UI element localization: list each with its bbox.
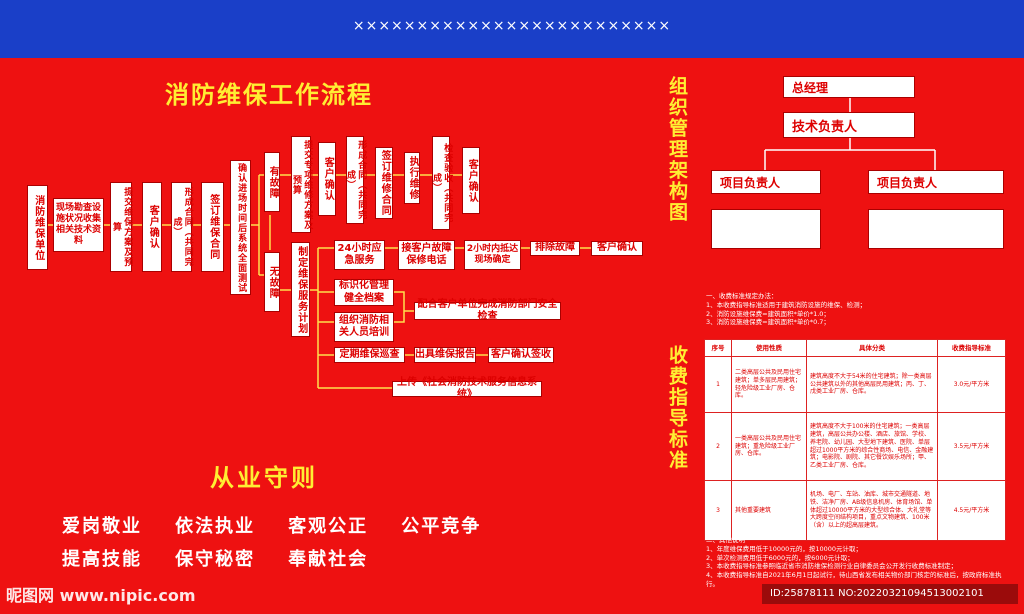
table-row: 1 二类高层公共及民用住宅建筑；单多层民用建筑；轻危险级工业厂房、仓库。 建筑高… — [704, 356, 1006, 413]
fee-note-line: 2、单次检测费用低于6000元的，按6000元计取； — [706, 553, 854, 562]
conduct-item: 提高技能 — [62, 549, 142, 570]
flow-step-service-plan: 制定维保服务计划 — [291, 242, 310, 337]
flow-step-form-contract: 形成合同（共同完成） — [171, 182, 193, 272]
flow-step-sign-contract: 签订维保合同 — [201, 182, 224, 272]
conduct-item: 保守秘密 — [175, 549, 256, 570]
fee-cell-use: 一类高层公共及民用住宅建筑；重危险级工业厂房、仓库。 — [731, 412, 807, 481]
fee-col-category: 具体分类 — [806, 339, 938, 357]
conduct-item: 客观公正 — [288, 516, 369, 537]
fee-col-no: 序号 — [704, 339, 732, 357]
fee-cell-category: 建筑高度不大于100米的住宅建筑；一类高层建筑，高层公共办公楼、酒店、旅馆、学校… — [806, 412, 938, 481]
fee-note-line: 二、其他说明 — [706, 536, 745, 544]
org-empty-box-1 — [711, 209, 821, 249]
flow-step-form-contract-2: 形成合同（共同完成） — [345, 136, 366, 224]
branch-staff-training: 组织消防相关人员培训 — [334, 312, 394, 342]
flow-step-execute-repair: 执行维修 — [404, 152, 420, 204]
fee-intro: 一、收费标准规定办法： 1、本收费指导标准适用于建筑消防设施的维保、检测； 2、… — [706, 292, 1006, 327]
fee-table-header: 序号 使用性质 具体分类 收费指导标准 — [704, 339, 1006, 357]
branch-arrive-site: 2小时内抵达现场确定 — [464, 240, 521, 270]
fee-title: 收费指导标准 — [666, 345, 688, 471]
fee-intro-line: 3、消防设施维保费=建筑面积*单价*0.7； — [706, 318, 830, 327]
fee-note-line: 4、本收费指导标准自2021年6月1日起试行，待山西省发布相关物价部门核定的标准… — [706, 571, 1002, 588]
fee-cell-price: 3.0元/平方米 — [937, 356, 1006, 413]
fee-cell-use: 二类高层公共及民用住宅建筑；单多层民用建筑；轻危险级工业厂房、仓库。 — [731, 356, 807, 413]
flow-step-client-confirm: 客户确认 — [142, 182, 162, 272]
fee-note-line: 3、本收费指导标准参照临近省市消防维保检测行业自律委员会公开发行收费标准制定； — [706, 562, 958, 571]
org-title: 组织管理架构图 — [666, 76, 688, 223]
flow-step-maintenance-unit: 消防维保单位 — [27, 185, 48, 270]
fee-col-price: 收费指导标准 — [937, 339, 1006, 357]
fee-note-line: 1、年度维保费用低于10000元的，按10000元计取； — [706, 544, 862, 553]
flow-step-submit-plan: 提交维保方案及预算 — [110, 182, 132, 272]
org-general-manager: 总经理 — [783, 76, 915, 98]
conduct-item: 奉献社会 — [288, 549, 369, 570]
banner-text: ××××××××××××××××××××××××× — [352, 18, 672, 34]
branch-issue-report: 出具维保报告 — [414, 347, 476, 363]
watermark-logo: 昵图网 www.nipic.com — [6, 586, 196, 605]
fee-cell-no: 1 — [704, 356, 732, 413]
fee-notes: 二、其他说明 1、年度维保费用低于10000元的，按10000元计取； 2、单次… — [706, 536, 1012, 589]
branch-regular-patrol: 定期维保巡查 — [334, 347, 405, 363]
fee-col-use: 使用性质 — [731, 339, 807, 357]
fee-intro-line: 2、消防设施维保费=建筑面积*单价*1.0； — [706, 309, 830, 318]
branch-emergency-service: 24小时应急服务 — [334, 240, 385, 270]
table-row: 2 一类高层公共及民用住宅建筑；重危险级工业厂房、仓库。 建筑高度不大于100米… — [704, 412, 1006, 481]
branch-receive-call: 接客户故障保修电话 — [398, 240, 455, 270]
branch-fix-fault: 排除故障 — [530, 241, 580, 256]
fee-cell-use: 其他重要建筑 — [731, 480, 807, 541]
fee-cell-category: 建筑高度不大于54米的住宅建筑；除一类高层公共建筑以外的其他高层民用建筑；丙、丁… — [806, 356, 938, 413]
conduct-row-2: 提高技能 保守秘密 奉献社会 — [62, 545, 368, 571]
conduct-item: 公平竞争 — [401, 516, 482, 537]
fee-cell-category: 机场、电厂、车站、油库、城市交通隧道、地铁、洁净厂房、AB级信息机房、体育场馆、… — [806, 480, 938, 541]
fee-cell-price: 4.5元/平方米 — [937, 480, 1006, 541]
fee-intro-line: 1、本收费指导标准适用于建筑消防设施的维保、检测； — [706, 300, 867, 309]
flow-step-sign-repair-contract: 签订维修合同 — [375, 147, 393, 219]
org-project-lead-2: 项目负责人 — [868, 170, 1004, 194]
flow-no-fault: 无故障 — [264, 252, 280, 312]
fee-intro-line: 一、收费标准规定办法： — [706, 292, 778, 300]
flow-step-client-confirm-3: 客户确认 — [462, 147, 480, 214]
branch-archive-management: 标识化管理健全档案 — [334, 279, 394, 306]
fee-cell-no: 2 — [704, 412, 732, 481]
fee-cell-no: 3 — [704, 480, 732, 541]
conduct-item: 爱岗敬业 — [62, 516, 142, 537]
fee-table: 序号 使用性质 具体分类 收费指导标准 1 二类高层公共及民用住宅建筑；单多层民… — [704, 339, 1006, 541]
flow-step-system-test: 确认进场时间后系统全面测试 — [230, 160, 251, 295]
flow-step-site-survey: 现场勘查设施状况收集相关技术资料 — [53, 198, 104, 252]
branch-client-confirm: 客户确认 — [591, 241, 643, 256]
conduct-item: 依法执业 — [175, 516, 256, 537]
branch-client-signoff: 客户确认签收 — [488, 347, 554, 363]
org-tech-lead: 技术负责人 — [783, 112, 915, 138]
flow-step-inspection: 检查验收（共同完成） — [431, 136, 452, 230]
watermark-id: ID:25878111 NO:20220321094513002101 — [762, 584, 1018, 604]
flow-step-client-confirm-2: 客户确认 — [318, 142, 336, 216]
branch-upload-system: 上传《社会消防技术服务信息系统》 — [392, 377, 542, 400]
org-project-lead-1: 项目负责人 — [711, 170, 821, 194]
fee-cell-price: 3.5元/平方米 — [937, 412, 1006, 481]
flow-has-fault: 有故障 — [264, 152, 280, 212]
top-banner — [0, 0, 1024, 58]
branch-safety-inspection: 配合客户单位完成消防部门安全检查 — [414, 299, 561, 322]
table-row: 3 其他重要建筑 机场、电厂、车站、油库、城市交通隧道、地铁、洁净厂房、AB级信… — [704, 480, 1006, 541]
flow-title: 消防维保工作流程 — [165, 81, 373, 109]
conduct-title: 从业守则 — [210, 464, 318, 492]
flow-step-repair-plan: 提交专项维修方案及预算 — [291, 136, 312, 233]
conduct-row-1: 爱岗敬业 依法执业 客观公正 公平竞争 — [62, 512, 481, 538]
org-empty-box-2 — [868, 209, 1004, 249]
